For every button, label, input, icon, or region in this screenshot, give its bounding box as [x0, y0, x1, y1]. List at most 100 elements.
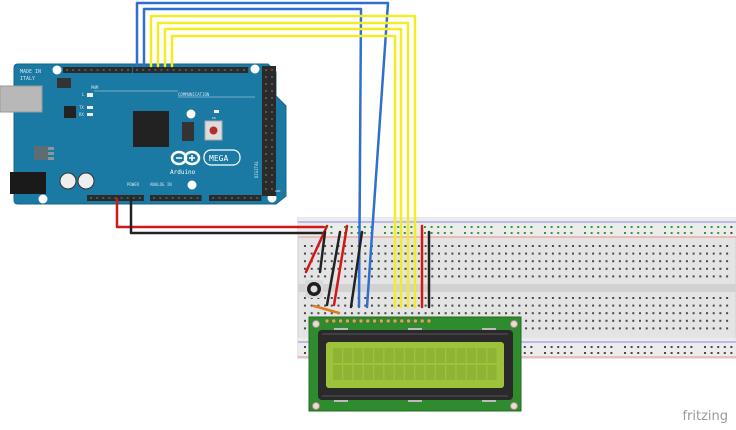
- breadboard-hole: [679, 245, 682, 247]
- breadboard-hole: [330, 245, 333, 247]
- breadboard-hole: [411, 252, 414, 255]
- breadboard-hole: [397, 245, 400, 247]
- breadboard-hole: [565, 297, 568, 299]
- breadboard-hole: [464, 226, 466, 228]
- breadboard-hole: [545, 252, 548, 255]
- breadboard-hole: [639, 275, 641, 278]
- breadboard-hole: [699, 275, 702, 278]
- lcd-character-cell: [456, 348, 466, 363]
- breadboard-hole: [384, 245, 387, 247]
- breadboard-hole: [665, 327, 668, 330]
- wire-data-yellow-1[interactable]: [149, 14, 417, 309]
- lcd-character-cell: [446, 365, 456, 380]
- header-pin: [271, 146, 273, 148]
- wire-data-blue-1[interactable]: [135, 1, 390, 309]
- breadboard-hole: [723, 232, 726, 234]
- breadboard-hole: [699, 319, 702, 322]
- breadboard-hole: [618, 275, 621, 278]
- breadboard-hole: [712, 252, 715, 255]
- mounting-hole: [52, 65, 62, 75]
- breadboard-hole: [590, 232, 593, 234]
- breadboard-hole: [659, 297, 662, 299]
- breadboard-hole: [511, 297, 514, 299]
- breadboard-hole: [730, 226, 733, 228]
- breadboard-hole: [652, 252, 655, 255]
- breadboard-hole: [510, 232, 513, 234]
- breadboard-hole: [531, 260, 534, 263]
- wire-ground[interactable]: [129, 197, 325, 235]
- lcd-pin: [331, 318, 337, 324]
- lcd-pin: [365, 318, 371, 324]
- breadboard-hole: [624, 226, 626, 228]
- wire-data-blue-2[interactable]: [142, 7, 363, 309]
- breadboard-hole: [517, 232, 520, 234]
- lcd-character-cell: [384, 365, 394, 380]
- wire-jumper-orange[interactable]: [312, 304, 341, 315]
- breadboard-hole: [550, 226, 553, 228]
- wire-data-yellow-2[interactable]: [156, 21, 410, 309]
- breadboard-hole: [585, 245, 588, 247]
- wire-rail-black-pot[interactable]: [318, 230, 327, 274]
- header-pin: [84, 69, 87, 71]
- breadboard-hole: [404, 297, 407, 299]
- breadboard-hole: [719, 319, 722, 322]
- breadboard-hole: [625, 260, 628, 263]
- breadboard-hole: [672, 327, 675, 330]
- wire-power-5v[interactable]: [115, 197, 325, 229]
- breadboard-hole: [645, 252, 648, 255]
- breadboard-hole: [590, 352, 593, 354]
- breadboard-hole: [471, 297, 474, 299]
- wire-data-yellow-3[interactable]: [163, 27, 403, 309]
- breadboard-hole: [545, 267, 548, 270]
- breadboard-hole: [545, 245, 548, 247]
- header-pin: [102, 197, 105, 199]
- breadboard-hole: [643, 232, 646, 234]
- breadboard-hole: [424, 312, 427, 315]
- breadboard-hole: [444, 312, 447, 315]
- header-pin: [148, 69, 151, 71]
- breadboard-hole: [504, 232, 506, 234]
- header-pin: [265, 153, 267, 155]
- breadboard-hole: [692, 304, 695, 307]
- breadboard-hole: [424, 232, 426, 234]
- breadboard-hole: [371, 260, 373, 263]
- breadboard-hole: [511, 252, 514, 255]
- header-pin: [198, 69, 201, 71]
- breadboard-hole: [363, 226, 366, 228]
- breadboard-hole: [717, 352, 720, 354]
- breadboard-hole: [344, 267, 347, 270]
- breadboard-hole: [478, 245, 481, 247]
- breadboard-hole: [444, 260, 447, 263]
- breadboard-hole: [699, 304, 702, 307]
- breadboard-hole: [632, 245, 635, 247]
- arduino-wordmark: Arduino: [170, 169, 196, 176]
- wire-red-lcd-vdd[interactable]: [332, 224, 349, 307]
- breadboard-hole: [650, 232, 653, 234]
- breadboard-hole: [652, 312, 655, 315]
- breadboard-hole: [603, 352, 606, 354]
- breadboard-hole: [726, 245, 729, 247]
- wire-black-lcd-rw[interactable]: [349, 230, 364, 309]
- wire-rail-red-pot[interactable]: [304, 224, 329, 274]
- lcd-character-cell: [374, 348, 384, 363]
- breadboard-hole: [632, 312, 635, 315]
- usb-connector: [0, 85, 43, 113]
- wire-data-yellow-4[interactable]: [170, 34, 397, 309]
- breadboard-hole: [411, 297, 414, 299]
- breadboard-hole: [538, 319, 541, 322]
- breadboard-hole: [551, 267, 554, 270]
- breadboard-hole: [304, 319, 306, 322]
- breadboard-hole: [618, 297, 621, 299]
- breadboard-hole: [545, 260, 548, 263]
- breadboard-hole: [518, 245, 521, 247]
- breadboard-hole: [630, 226, 633, 228]
- breadboard-hole: [624, 232, 626, 234]
- breadboard-hole: [672, 267, 675, 270]
- wire-black-lcd-vss[interactable]: [325, 230, 342, 307]
- breadboard-hole: [304, 267, 306, 270]
- header-pin: [120, 197, 123, 199]
- breadboard-hole: [726, 312, 729, 315]
- breadboard-hole: [411, 267, 414, 270]
- breadboard-hole: [672, 304, 675, 307]
- breadboard-hole: [518, 275, 521, 278]
